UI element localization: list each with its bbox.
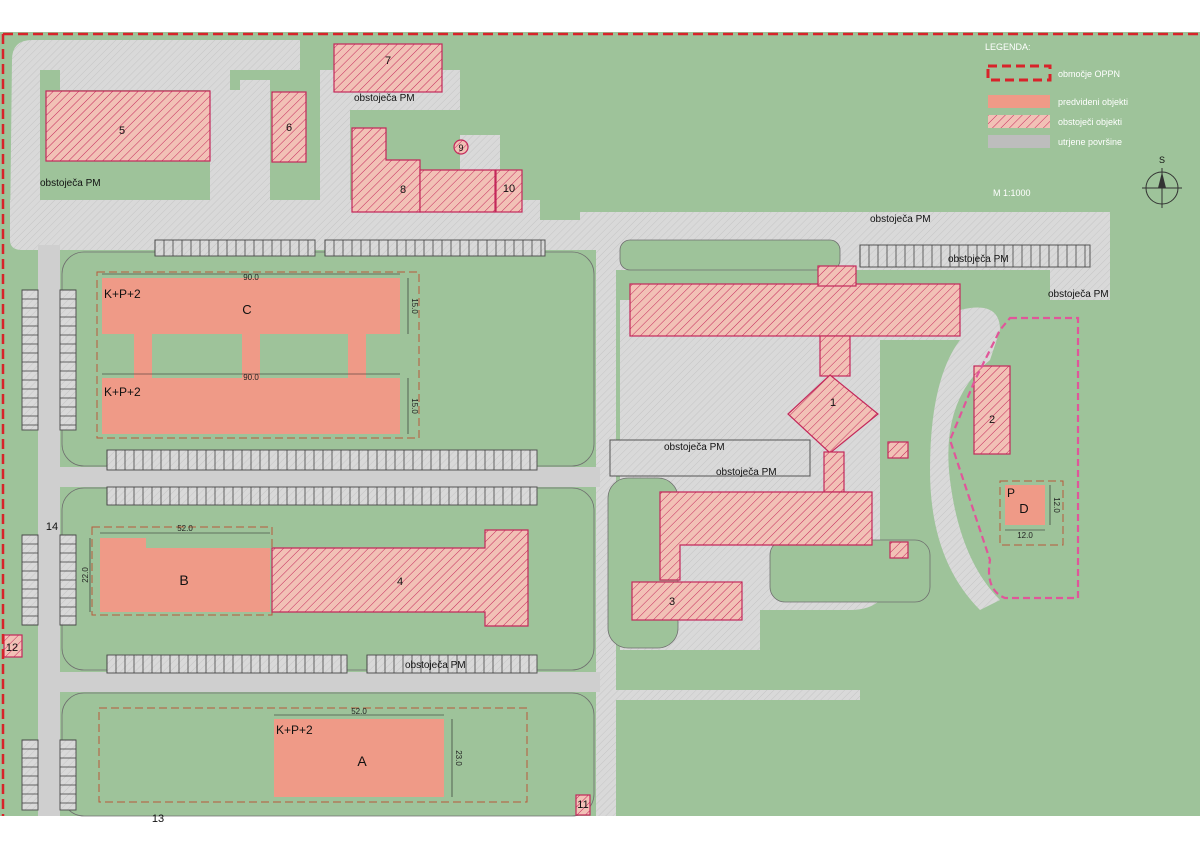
- pm-middle-1: obstoječa PM: [664, 442, 725, 453]
- existing-buildings: [3, 43, 1011, 816]
- label-building-10: 10: [503, 183, 515, 195]
- parking-rows: [21, 239, 1091, 811]
- building-1-stem: [823, 451, 845, 493]
- label-building-2: 2: [989, 414, 995, 426]
- dim-B-depth: 22.0: [81, 567, 90, 583]
- dim-D-width: 12.0: [1017, 531, 1033, 540]
- building-3: [631, 581, 743, 621]
- C-floors-top: K+P+2: [104, 287, 141, 301]
- dimension-lines: [89, 273, 1051, 797]
- C-letter: C: [242, 302, 251, 317]
- A-letter: A: [357, 753, 367, 769]
- building-6: [271, 91, 307, 163]
- pm-middle-2: obstoječa PM: [716, 467, 777, 478]
- dim-A-width: 52.0: [351, 707, 367, 716]
- legend-label-boundary: območje OPPN: [1058, 69, 1120, 79]
- scale-label: M 1:1000: [993, 188, 1031, 198]
- dim-B-width: 52.0: [177, 524, 193, 533]
- legend-swatch-boundary: [986, 64, 1052, 82]
- building-1-annex: [817, 265, 857, 287]
- building-10: [495, 169, 523, 213]
- building-1-link: [819, 335, 851, 377]
- label-building-8: 8: [400, 184, 406, 196]
- proposed-labels: K+P+2 C K+P+2 B K+P+2 A P D: [104, 287, 1029, 769]
- parking-stall-lines: [22, 240, 1086, 804]
- building-C: [102, 278, 400, 434]
- legend-swatch-proposed: [988, 95, 1050, 108]
- dim-C-depth-bottom: 15.0: [410, 398, 419, 414]
- building-9: [453, 139, 469, 155]
- building-D: [1005, 485, 1045, 525]
- building-numbers: 5 6 7 8 9 10 1 2 3 4 11 12 14 13: [6, 55, 995, 825]
- pm-bottom: obstoječa PM: [405, 660, 466, 671]
- label-building-9: 9: [458, 143, 463, 153]
- label-building-3: 3: [669, 596, 675, 608]
- pm-left: obstoječa PM: [40, 178, 101, 189]
- pm-top-right-1: obstoječa PM: [870, 214, 931, 225]
- north-arrow-icon: S: [1142, 155, 1182, 208]
- D-letter: D: [1019, 501, 1028, 516]
- building-1-south-wing: [659, 491, 873, 581]
- dim-C-width-lower: 90.0: [243, 373, 259, 382]
- building-B: [100, 538, 270, 612]
- building-7: [333, 43, 443, 93]
- legend-label-paved: utrjene površine: [1058, 137, 1122, 147]
- dim-D-depth: 12.0: [1052, 497, 1061, 513]
- zone-building-D: [948, 316, 1080, 600]
- dim-C-depth-top: 15.0: [410, 298, 419, 314]
- legend-label-existing: obstoječi objekti: [1058, 117, 1122, 127]
- label-building-6: 6: [286, 122, 292, 134]
- label-building-1: 1: [830, 397, 836, 409]
- legend-swatch-paved: [988, 135, 1050, 148]
- legend: LEGENDA: območje OPPN predvideni objekti…: [985, 42, 1128, 198]
- label-building-5: 5: [119, 125, 125, 137]
- pm-top-right-3: obstoječa PM: [1048, 289, 1109, 300]
- building-2: [973, 365, 1011, 455]
- small-structure-2: [889, 541, 909, 559]
- building-11: [575, 794, 591, 816]
- pm-top-right-2: obstoječa PM: [948, 254, 1009, 265]
- building-8: [351, 127, 421, 213]
- proposed-buildings: [100, 278, 1045, 797]
- north-label: S: [1159, 155, 1165, 165]
- label-building-4: 4: [397, 576, 403, 588]
- C-floors-bottom: K+P+2: [104, 385, 141, 399]
- label-building-11: 11: [577, 799, 588, 811]
- label-lot-14: 14: [46, 521, 58, 533]
- building-8b: [419, 169, 496, 213]
- A-floors: K+P+2: [276, 723, 313, 737]
- small-structure-1: [887, 441, 909, 459]
- legend-label-proposed: predvideni objekti: [1058, 97, 1128, 107]
- D-floors: P: [1007, 486, 1015, 500]
- legend-swatch-existing: [988, 115, 1050, 128]
- dim-C-width: 90.0: [243, 273, 259, 282]
- parking-labels: obstoječa PM obstoječa PM obstoječa PM o…: [40, 93, 1109, 671]
- pm-top-left: obstoječa PM: [354, 93, 415, 104]
- oppn-boundary: [1, 32, 1198, 816]
- building-A: [274, 719, 444, 797]
- B-letter: B: [179, 572, 188, 588]
- label-building-12: 12: [6, 642, 18, 654]
- label-lot-13: 13: [152, 813, 164, 825]
- label-building-7: 7: [385, 55, 391, 67]
- building-12: [3, 634, 23, 658]
- building-4: [271, 529, 529, 627]
- legend-title: LEGENDA:: [985, 42, 1031, 52]
- dim-A-depth: 23.0: [454, 750, 463, 766]
- building-1-north-wing: [629, 283, 961, 337]
- dimension-labels: 90.0 90.0 15.0 15.0 52.0 22.0 52.0 23.0 …: [81, 273, 1061, 766]
- building-5: [45, 90, 211, 162]
